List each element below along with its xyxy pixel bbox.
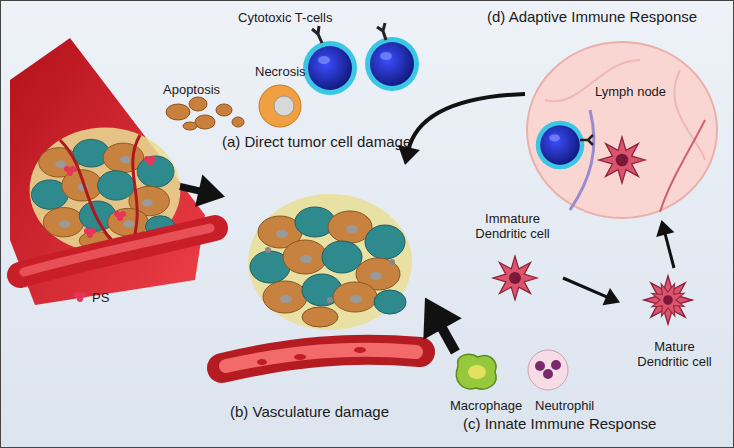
arrowhead: [603, 288, 620, 305]
section-label: Apoptosis: [163, 83, 220, 98]
cell-label: Immature Dendritic cell: [465, 212, 560, 242]
arrowhead: [423, 298, 461, 340]
dendritic-cell-node: Immature Dendritic cell: [465, 212, 563, 300]
section-label: (d) Adaptive Immune Response: [487, 8, 697, 25]
cell-label: PS: [92, 291, 109, 306]
cell-label: Macrophage: [450, 399, 522, 414]
connector-arrow: [180, 175, 225, 207]
cell-label: Lymph node: [595, 85, 666, 100]
dendritic-cell-node: Mature Dendritic cell: [620, 268, 728, 383]
arrowhead: [195, 175, 225, 207]
innate-cells-node: Macrophage Neutrophil(c) Innate Immune Re…: [435, 352, 690, 444]
lymph-node: Lymph node: [525, 40, 720, 220]
connector-arrow: [423, 298, 461, 353]
connector-line: [665, 232, 674, 268]
cell-label: Mature Dendritic cell: [632, 340, 717, 370]
tumor-node: PS: [20, 120, 180, 310]
tumor-vessel-node: (b) Vasculature damage: [225, 165, 425, 430]
connector-line: [563, 278, 609, 298]
connector-line: [408, 94, 525, 151]
cell-label: (b) Vasculature damage: [230, 403, 389, 420]
connector-arrow: [563, 278, 620, 305]
section-label: (a) Direct tumor cell damage: [222, 133, 411, 150]
cell-label: Neutrophil: [535, 399, 594, 414]
arrowhead: [656, 220, 674, 237]
section-label: Necrosis: [255, 65, 306, 80]
section-label: Cytotoxic T-cells: [238, 11, 332, 26]
connector-arrow: [398, 94, 525, 165]
connector-arrow: [656, 220, 674, 268]
cell-label: (c) Innate Immune Response: [463, 415, 656, 432]
